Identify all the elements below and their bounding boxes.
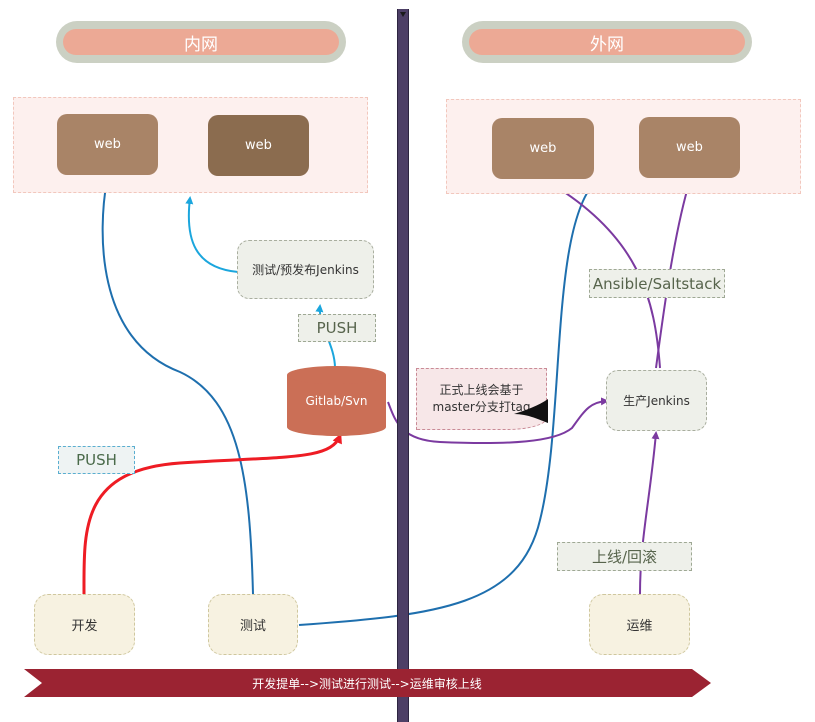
line-prod-to-external-web-right [655,178,693,369]
release-note: 正式上线会基于 master分支打tag [416,368,547,430]
divider-top-marker [400,12,406,17]
prod-jenkins-node[interactable]: 生产Jenkins [606,370,707,431]
push-label-left: PUSH [58,446,135,474]
release-note-line-2: master分支打tag [432,400,531,414]
external-zone-title: 外网 [462,21,752,63]
line-test-jenkins-to-internal [185,196,239,273]
line-dev-to-repo [82,433,342,595]
line-ops-to-prod-jenkins [639,431,660,595]
note-corner-shape [514,399,548,423]
external-web-server-2[interactable]: web [639,117,740,178]
push-label-top: PUSH [298,314,376,342]
flow-banner-text: 开发提单-->测试进行测试-->运维审核上线 [252,676,482,691]
repo-label: Gitlab/Svn [305,394,368,408]
release-note-line-1: 正式上线会基于 [439,383,524,397]
flow-banner-shape [24,669,711,697]
role-ops[interactable]: 运维 [589,594,690,655]
internal-zone-title: 内网 [56,21,346,63]
network-divider [397,9,409,722]
role-tester[interactable]: 测试 [208,594,298,655]
external-zone-title-label: 外网 [469,29,745,55]
internal-web-server-1[interactable]: web [57,114,158,175]
ansible-saltstack-label: Ansible/Saltstack [589,269,725,298]
line-test-to-internal-web [101,178,254,595]
repo-cylinder[interactable] [286,365,387,437]
line-test-to-external-web [298,180,597,626]
role-developer[interactable]: 开发 [34,594,135,655]
test-jenkins-node[interactable]: 测试/预发布Jenkins [237,240,374,299]
release-rollback-label: 上线/回滚 [557,542,692,571]
internal-web-server-2[interactable]: web [208,115,309,176]
external-web-server-1[interactable]: web [492,118,594,179]
internal-zone-title-label: 内网 [63,29,339,55]
